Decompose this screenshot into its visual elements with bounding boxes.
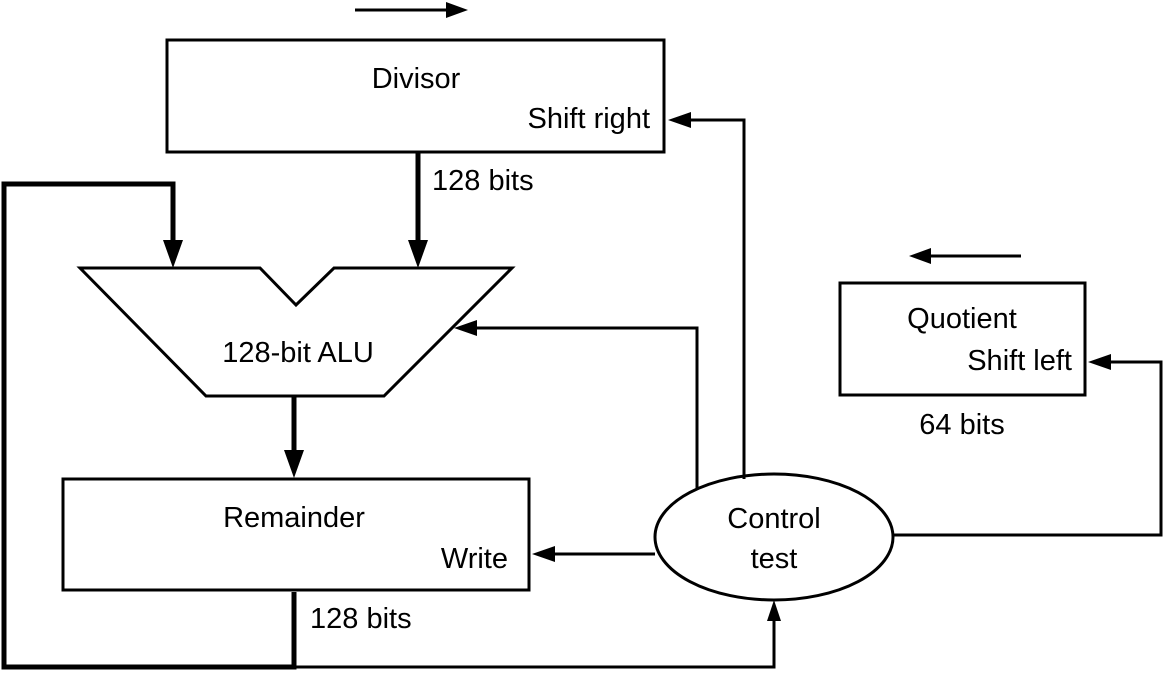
remainder-register: Remainder Write [61, 477, 531, 592]
quotient-label: Quotient [907, 303, 1017, 335]
remainder-label: Remainder [223, 502, 365, 534]
quotient-register: Quotient Shift left [838, 281, 1087, 397]
control-to-quotient-path [893, 354, 1163, 537]
divisor-label: Divisor [372, 63, 461, 95]
divisor-register: Divisor Shift right [165, 38, 666, 154]
control-label-line1: Control [727, 503, 821, 535]
alu: 128-bit ALU [76, 266, 516, 398]
control-test: Control test [653, 472, 895, 602]
remainder-control-label: Write [441, 543, 508, 575]
remainder-feedback-path [1, 181, 297, 670]
remainder-to-control-path [294, 600, 781, 669]
alu-to-remainder-path [284, 396, 304, 478]
control-to-remainder-write-path [532, 546, 655, 562]
alu-label: 128-bit ALU [222, 337, 374, 369]
remainder-box [61, 477, 531, 592]
shift-right-direction-arrow [355, 2, 468, 18]
divisor-control-label: Shift right [528, 103, 651, 135]
control-ellipse [653, 472, 895, 602]
quotient-box [838, 281, 1087, 397]
divisor-to-alu-path [408, 152, 428, 268]
control-to-divisor-path [668, 112, 746, 479]
remainder-width-label: 128 bits [310, 603, 412, 635]
divisor-width-label: 128 bits [432, 165, 534, 197]
divisor-box [165, 38, 666, 154]
shift-left-direction-arrow [909, 248, 1021, 264]
control-label-line2: test [751, 543, 798, 575]
quotient-control-label: Shift left [967, 345, 1072, 377]
alu-shape [76, 266, 516, 398]
quotient-width-label: 64 bits [919, 409, 1004, 441]
control-to-alu-path [454, 320, 699, 490]
